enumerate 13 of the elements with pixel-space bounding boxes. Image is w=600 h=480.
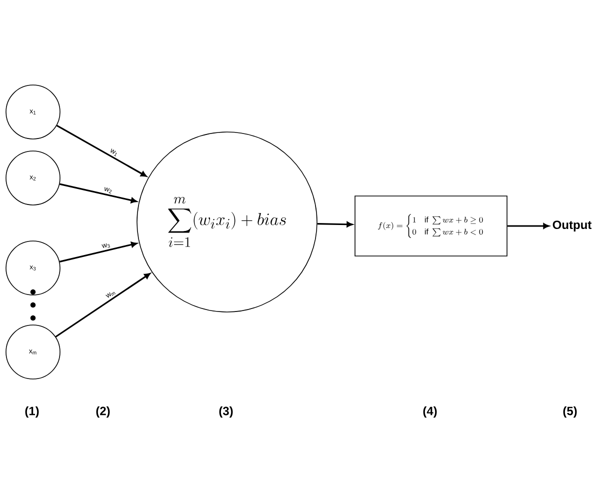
arrow [56,124,147,177]
step-number: (2) [96,406,110,418]
step-number: (1) [25,406,39,418]
arrow [59,242,138,262]
arrow [507,223,550,229]
step-number: (3) [219,406,233,418]
activation-box: $f(x) = \begin{cases} 1 & \text{if } \sum wx + b \geq 0 \\ 0 & \text{if } \sum wx + b < 0 \end{cases}$ [354,196,508,256]
arrow [60,183,137,204]
step-number: (5) [563,406,577,418]
arrow [317,222,353,228]
arrow [55,273,150,338]
step-number: (4) [423,406,437,418]
output-label: Output [552,220,592,232]
